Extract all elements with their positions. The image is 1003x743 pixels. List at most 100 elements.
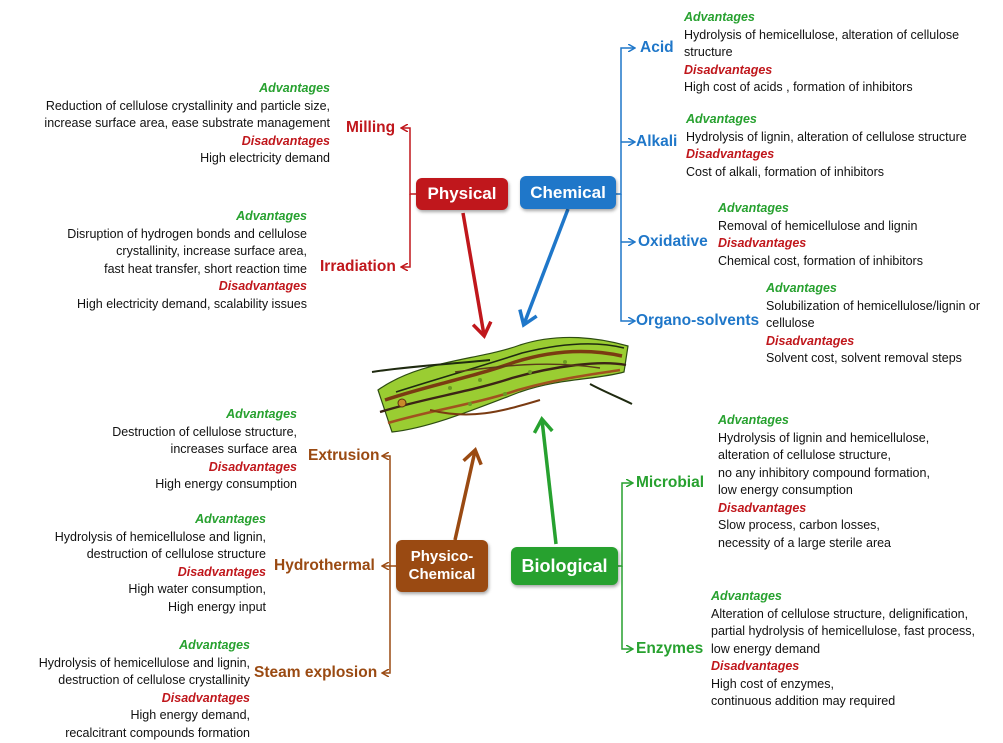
oxidative-advantages-heading: Advantages [718,201,789,215]
enzymes-advantage-line: low energy demand [711,641,821,656]
method-oxidative: Oxidative [638,233,708,250]
enzymes-advantage-line: Alteration of cellulose structure, delig… [711,606,969,621]
method-extrusion: Extrusion [308,447,380,464]
organo-solvents-advantage-line: cellulose [766,316,815,330]
organo-solvents-disadvantages-heading: Disadvantages [766,333,855,348]
physico-chemical-branches [383,456,396,673]
organo-solvents-advantage-line: Solubilization of hemicellulose/lignin o… [766,298,981,313]
biological-branches [618,483,632,649]
microbial-advantages-heading: Advantages [718,413,789,427]
category-physical: Physical [416,178,508,210]
microbial-disadvantage-line: Slow process, carbon losses, [718,518,880,532]
alkali-disadvantage-line: Cost of alkali, formation of inhibitors [686,164,885,179]
microbial-advantage-line: no any inhibitory compound formation, [718,465,930,480]
enzymes-disadvantage-line: continuous addition may required [711,694,896,708]
physical-branches [402,128,416,267]
steam-explosion-advantages-heading: Advantages [179,638,250,652]
alkali-advantages-heading: Advantages [686,112,757,126]
hydrothermal-advantage-line: Hydrolysis of hemicellulose and lignin, [54,529,266,544]
milling-advantages-heading: Advantages [259,81,330,95]
irradiation-disadvantage-line: High electricity demand, scalability iss… [77,296,307,311]
acid-details: Advantages Hydrolysis of hemicellulose, … [684,9,994,97]
category-chemical-label: Chemical [530,182,606,202]
category-physical-label: Physical [427,184,497,203]
organo-solvents-advantages-heading: Advantages [766,281,837,295]
enzymes-details: Advantages Alteration of cellulose struc… [711,588,1001,711]
hydrothermal-disadvantages-heading: Disadvantages [177,564,266,579]
irradiation-advantages-heading: Advantages [236,209,307,223]
acid-disadvantages-heading: Disadvantages [684,62,773,77]
oxidative-advantage-line: Removal of hemicellulose and lignin [718,218,918,233]
enzymes-advantage-line: partial hydrolysis of hemicellulose, fas… [711,624,976,638]
extrusion-advantages-heading: Advantages [226,407,297,421]
category-physico-chemical: Physico-Chemical [396,540,488,592]
alkali-advantage-line: Hydrolysis of lignin, alteration of cell… [686,129,967,144]
microbial-details: Advantages Hydrolysis of lignin and hemi… [718,412,988,552]
milling-disadvantages-heading: Disadvantages [241,133,330,148]
method-alkali: Alkali [636,133,678,150]
extrusion-advantage-line: increases surface area [170,442,297,456]
microbial-disadvantage-line: necessity of a large sterile area [718,535,892,550]
extrusion-disadvantage-line: High energy consumption [155,477,297,491]
extrusion-details: Advantages Destruction of cellulose stru… [17,406,297,494]
alkali-details: Advantages Hydrolysis of lignin, alterat… [686,111,996,181]
steam-explosion-disadvantage-line: High energy demand, [130,708,250,722]
acid-advantages-heading: Advantages [684,10,755,24]
steam-explosion-details: Advantages Hydrolysis of hemicellulose a… [0,637,250,742]
physico-chemical-main-arrow [453,447,483,541]
oxidative-disadvantage-line: Chemical cost, formation of inhibitors [718,253,923,268]
irradiation-advantage-line: crystallinity, increase surface area, [116,244,307,258]
steam-explosion-advantage-line: Hydrolysis of hemicellulose and lignin, [38,655,250,670]
oxidative-disadvantages-heading: Disadvantages [718,236,807,250]
extrusion-advantage-line: Destruction of cellulose structure, [112,424,297,439]
method-milling: Milling [346,119,396,136]
steam-explosion-disadvantage-line: recalcitrant compounds formation [65,725,250,740]
hydrothermal-disadvantage-line: High energy input [168,599,266,614]
organo-solvents-details: Advantages Solubilization of hemicellulo… [766,280,998,368]
method-organo-solvents: Organo-solvents [636,312,760,329]
category-physico-chemical-label: Physico-Chemical [408,548,476,583]
milling-advantage-line: Reduction of cellulose crystallinity and… [45,98,330,113]
microbial-advantage-line: Hydrolysis of lignin and hemicellulose, [718,430,930,445]
alkali-disadvantages-heading: Disadvantages [686,147,775,161]
hydrothermal-disadvantage-line: High water consumption, [128,582,266,596]
physical-main-arrow [461,212,493,340]
acid-advantage-line: Hydrolysis of hemicellulose, alteration … [684,27,960,42]
enzymes-disadvantage-line: High cost of enzymes, [711,676,834,691]
milling-advantage-line: increase surface area, ease substrate ma… [44,116,330,130]
enzymes-advantages-heading: Advantages [711,589,782,603]
microbial-disadvantages-heading: Disadvantages [718,500,807,515]
enzymes-disadvantages-heading: Disadvantages [711,659,800,673]
steam-explosion-disadvantages-heading: Disadvantages [161,690,250,705]
method-enzymes: Enzymes [636,640,704,657]
extrusion-disadvantages-heading: Disadvantages [208,459,297,474]
irradiation-disadvantages-heading: Disadvantages [218,279,307,293]
organo-solvents-disadvantage-line: Solvent cost, solvent removal steps [766,351,962,365]
hydrothermal-advantage-line: destruction of cellulose structure [86,547,266,561]
method-irradiation: Irradiation [320,258,396,275]
chemical-main-arrow [518,208,570,328]
acid-disadvantage-line: High cost of acids , formation of inhibi… [684,80,913,94]
method-steam-explosion: Steam explosion [254,664,378,681]
method-microbial: Microbial [636,474,705,491]
method-acid: Acid [640,39,674,56]
category-biological: Biological [511,547,618,585]
milling-disadvantage-line: High electricity demand [200,151,330,165]
microbial-advantage-line: alteration of cellulose structure, [718,448,892,462]
biomass-fibers-image [371,336,633,433]
microbial-advantage-line: low energy consumption [718,483,853,497]
hydrothermal-advantages-heading: Advantages [195,512,266,526]
hydrothermal-details: Advantages Hydrolysis of hemicellulose a… [6,511,266,616]
oxidative-details: Advantages Removal of hemicellulose and … [718,200,988,270]
irradiation-advantage-line: fast heat transfer, short reaction time [104,261,307,276]
biological-main-arrow [532,415,558,545]
irradiation-advantage-line: Disruption of hydrogen bonds and cellulo… [67,226,307,241]
method-hydrothermal: Hydrothermal [274,557,375,574]
steam-explosion-advantage-line: destruction of cellulose crystallinity [58,673,250,687]
milling-details: Advantages Reduction of cellulose crysta… [0,80,330,168]
acid-advantage-line: structure [684,45,733,59]
chemical-branches [616,48,634,321]
category-chemical: Chemical [520,176,616,209]
